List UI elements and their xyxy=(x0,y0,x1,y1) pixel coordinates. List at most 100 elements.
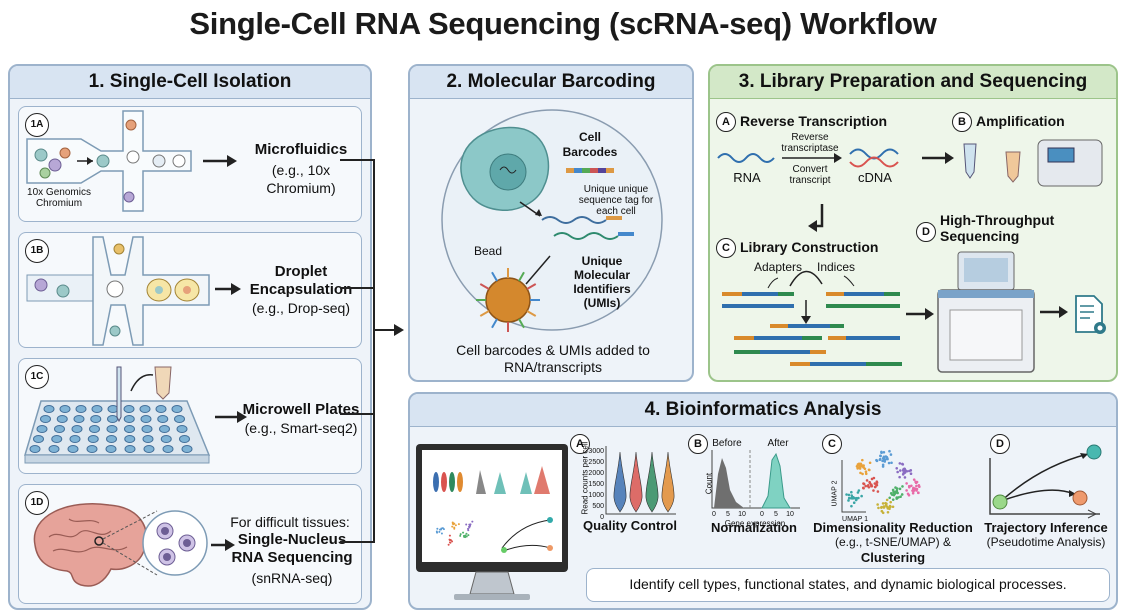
mini-umap-point xyxy=(440,527,443,530)
umap-point xyxy=(917,491,920,495)
umi-label: Unique Molecular Identifiers (UMIs) xyxy=(573,254,631,310)
umap-point xyxy=(851,495,855,499)
umap-point xyxy=(881,502,885,505)
step-title: Amplification xyxy=(976,113,1065,129)
well-grid xyxy=(29,405,193,453)
panel-header: 2. Molecular Barcoding xyxy=(410,66,692,99)
step-title: Normalization xyxy=(711,520,797,535)
umap-point xyxy=(864,472,868,476)
bead-oligo xyxy=(479,283,490,290)
umap-point xyxy=(860,494,863,498)
droplet-illustration xyxy=(26,236,210,346)
umap-point xyxy=(891,505,895,509)
umap-point xyxy=(879,454,882,458)
arrow-right-icon xyxy=(203,155,237,167)
step-title: Quality Control xyxy=(583,518,677,533)
umap-point xyxy=(912,486,915,490)
umap-point xyxy=(889,492,893,495)
umap-point xyxy=(901,485,904,488)
umap-point xyxy=(876,503,879,506)
umap-point xyxy=(896,491,899,495)
y-tick-label: 1500 xyxy=(588,481,604,488)
well xyxy=(123,405,135,413)
umap-point xyxy=(884,501,887,505)
step-title: High-Throughput Sequencing xyxy=(940,212,1055,244)
umap-point xyxy=(887,461,891,465)
step-letter: A xyxy=(716,112,736,132)
umap-point xyxy=(889,500,892,504)
rna-label: RNA xyxy=(733,170,761,185)
mini-umap-point xyxy=(448,538,451,541)
umap-point xyxy=(889,453,893,456)
method-microfluidics: 1A 10x Genomics Chromium Microfluidics (… xyxy=(18,106,362,222)
umap-point xyxy=(870,484,874,488)
well xyxy=(124,425,135,433)
bead-oligos xyxy=(476,268,540,332)
umap-point xyxy=(880,506,883,510)
mini-umap-point xyxy=(459,533,462,536)
mini-umap-point xyxy=(463,535,466,538)
umap-point xyxy=(864,484,867,488)
umap-point xyxy=(908,469,911,473)
step-title-2: Clustering xyxy=(860,550,926,565)
y-tick-label: 0 xyxy=(600,514,604,521)
umap-point xyxy=(865,479,869,482)
well xyxy=(43,405,55,413)
umap-point xyxy=(861,458,864,462)
x-tick-label: 0 xyxy=(760,511,764,518)
step-letter: D xyxy=(990,434,1010,454)
umap-point xyxy=(884,504,888,507)
umap-point xyxy=(856,491,860,494)
umap-point xyxy=(890,461,893,465)
analysis-summary: Identify cell types, functional states, … xyxy=(586,568,1110,602)
mini-umap-point xyxy=(451,521,454,524)
well xyxy=(140,415,152,423)
mini-umap-point xyxy=(457,523,460,526)
umap-point xyxy=(914,481,918,485)
well xyxy=(29,445,41,453)
umap-point xyxy=(875,458,878,462)
umap-point xyxy=(912,478,916,481)
mini-umap-point xyxy=(469,523,472,526)
violin xyxy=(661,451,675,513)
well xyxy=(59,405,71,413)
umap-point xyxy=(885,498,889,502)
well xyxy=(160,435,172,443)
panel-header: 3. Library Preparation and Sequencing xyxy=(710,66,1116,99)
umap-xlabel: UMAP 1 xyxy=(842,516,868,523)
well xyxy=(40,415,51,423)
mini-umap-point xyxy=(471,520,474,523)
brain-illustration xyxy=(33,503,208,587)
method-lead: For difficult tissues: xyxy=(230,514,350,530)
step-detail: (Pseudotime Analysis) xyxy=(986,535,1106,549)
microwell-plate-illustration xyxy=(23,366,211,464)
well xyxy=(33,435,44,443)
umap-point xyxy=(880,509,884,513)
mini-umap-point xyxy=(465,532,468,535)
umap-point xyxy=(896,470,899,474)
umap-point xyxy=(912,488,916,492)
cell-barcodes-label: Cell Barcodes xyxy=(562,130,618,159)
y-tick-label: 1000 xyxy=(588,492,604,499)
umap-point xyxy=(905,489,908,492)
well xyxy=(73,415,85,423)
umap-point xyxy=(862,482,865,485)
umap-point xyxy=(850,490,853,494)
umap-point xyxy=(868,461,872,465)
umap-point xyxy=(895,487,899,490)
mini-umap-point xyxy=(438,530,441,533)
method-single-nucleus: 1D For difficult tissues: Single-Nucleus… xyxy=(18,484,362,604)
well xyxy=(36,425,48,433)
mini-umap-point xyxy=(459,534,462,537)
mini-umap-point xyxy=(453,526,456,529)
umap-point xyxy=(850,504,853,508)
umap-point xyxy=(882,450,886,454)
umap-point xyxy=(899,495,902,499)
panel-molecular-barcoding: 2. Molecular Barcoding Cell Barcodes Uni… xyxy=(408,64,694,382)
well xyxy=(105,445,117,453)
well xyxy=(75,405,87,413)
well xyxy=(106,425,118,433)
umap-point xyxy=(915,487,919,491)
umap-point xyxy=(883,460,887,463)
well xyxy=(86,445,98,453)
